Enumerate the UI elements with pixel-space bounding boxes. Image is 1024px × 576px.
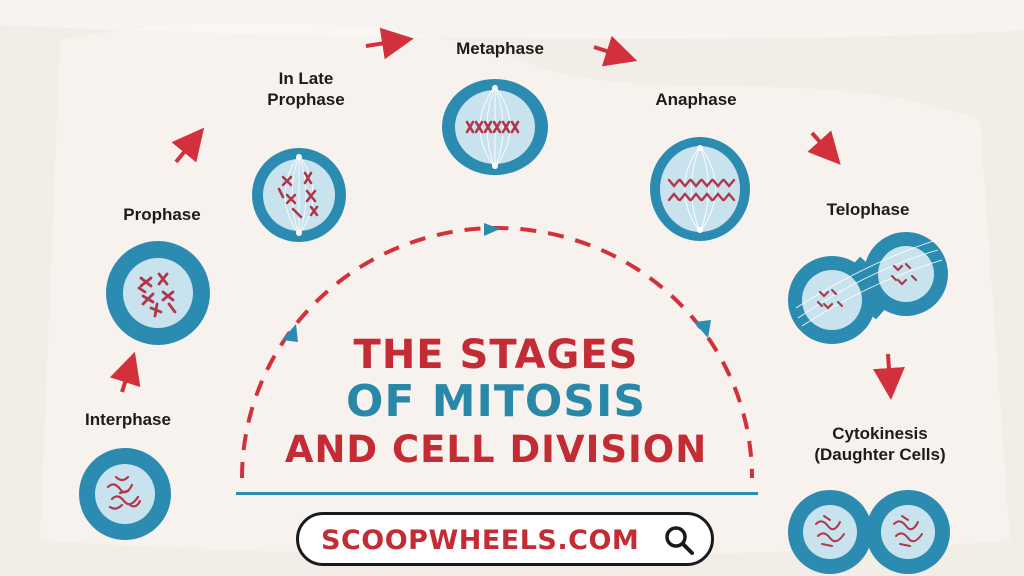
stage-label-cytokinesis: Cytokinesis (Daughter Cells) [814, 424, 946, 464]
arc-arrowhead-right-icon [694, 320, 711, 338]
website-search-bar[interactable]: SCOOPWHEELS.COM [296, 512, 714, 566]
cell-anaphase [650, 137, 750, 241]
stage-label-late-prophase: In Late Prophase [267, 69, 345, 109]
title-divider [236, 492, 758, 495]
stage-label-metaphase: Metaphase [456, 39, 544, 58]
cell-late-prophase [252, 148, 346, 242]
cell-metaphase [442, 79, 548, 175]
arc-arrowhead-top-icon [484, 223, 500, 236]
cell-prophase [106, 241, 210, 345]
arrow-telophase-to-cytokinesis [872, 353, 905, 400]
arrow-late-prophase-to-metaphase [365, 27, 414, 60]
stage-label-prophase: Prophase [123, 205, 201, 224]
stage-label-telophase: Telophase [826, 200, 910, 219]
arc-arrowhead-left-icon [282, 324, 298, 342]
cell-interphase [79, 448, 171, 540]
cell-telophase [788, 232, 948, 344]
website-url-text: SCOOPWHEELS.COM [321, 525, 640, 556]
title-line-3: AND CELL DIVISION [284, 428, 708, 471]
arrow-prophase-to-late-prophase [171, 127, 205, 164]
stage-label-interphase: Interphase [85, 410, 171, 429]
arrow-anaphase-to-telophase [807, 130, 841, 165]
stage-label-anaphase: Anaphase [655, 90, 737, 109]
arrow-interphase-to-prophase [109, 351, 141, 393]
arrow-metaphase-to-anaphase [593, 35, 638, 67]
magnifier-icon[interactable] [663, 524, 695, 556]
title-line-1: THE STAGES [353, 332, 639, 378]
cell-cytokinesis [788, 490, 950, 574]
title-line-2: OF MITOSIS [345, 376, 647, 427]
